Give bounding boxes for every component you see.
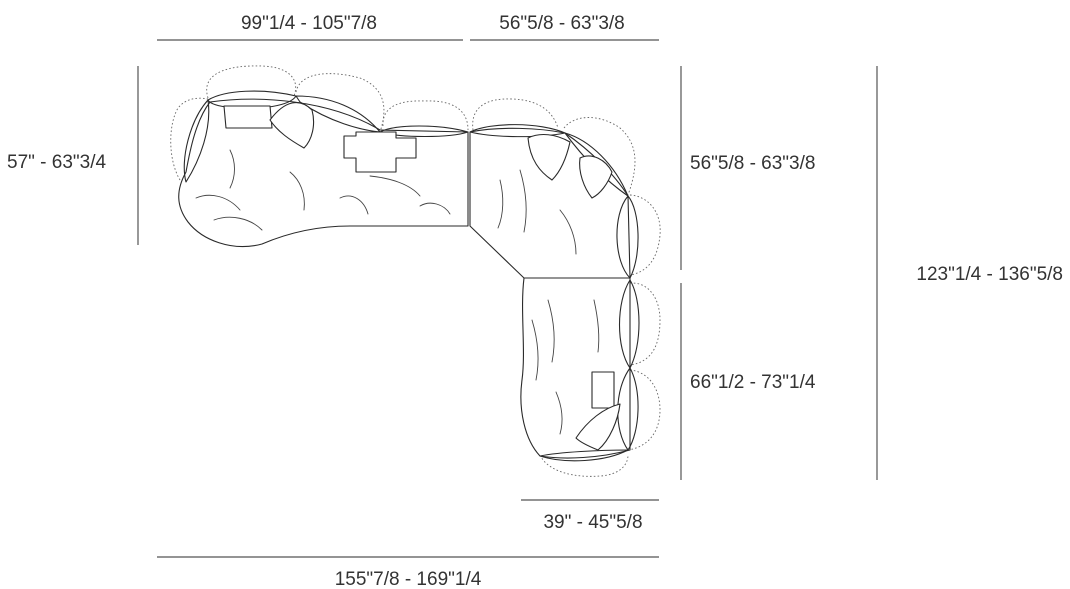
sectional-sofa-drawing [170, 65, 661, 477]
fabric-wrinkles [195, 149, 600, 435]
right-lower-depth-label: 66"1/2 - 73"1/4 [690, 372, 816, 393]
right-upper-depth-label: 56"5/8 - 63"3/8 [690, 153, 815, 174]
backrest-cushions [183, 90, 640, 462]
overall-depth-label: 123"1/4 - 136"5/8 [916, 264, 1063, 285]
left-seat [178, 98, 469, 248]
top-left-width-label: 99"1/4 - 105"7/8 [241, 13, 377, 34]
top-right-width-label: 56"5/8 - 63"3/8 [499, 13, 624, 34]
left-depth-label: 57" - 63"3/4 [7, 152, 106, 173]
chaise-width-label: 39" - 45"5/8 [543, 512, 642, 533]
ghost-cushions [170, 65, 661, 477]
overall-width-label: 155"7/8 - 169"1/4 [335, 569, 482, 589]
throw-pillows [223, 102, 621, 451]
